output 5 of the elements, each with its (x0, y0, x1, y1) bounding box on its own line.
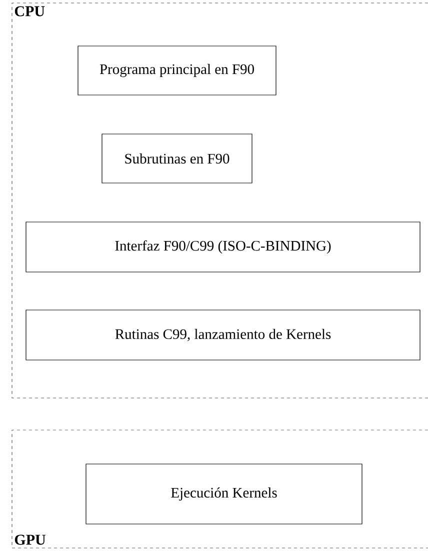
process-box: Programa principal en F90 (78, 46, 276, 96)
process-box: Interfaz F90/C99 (ISO-C-BINDING) (26, 222, 420, 272)
process-box: Subrutinas en F90 (102, 134, 252, 184)
process-box: Rutinas C99, lanzamiento de Kernels (26, 310, 420, 360)
process-box: Ejecución Kernels (86, 464, 362, 524)
